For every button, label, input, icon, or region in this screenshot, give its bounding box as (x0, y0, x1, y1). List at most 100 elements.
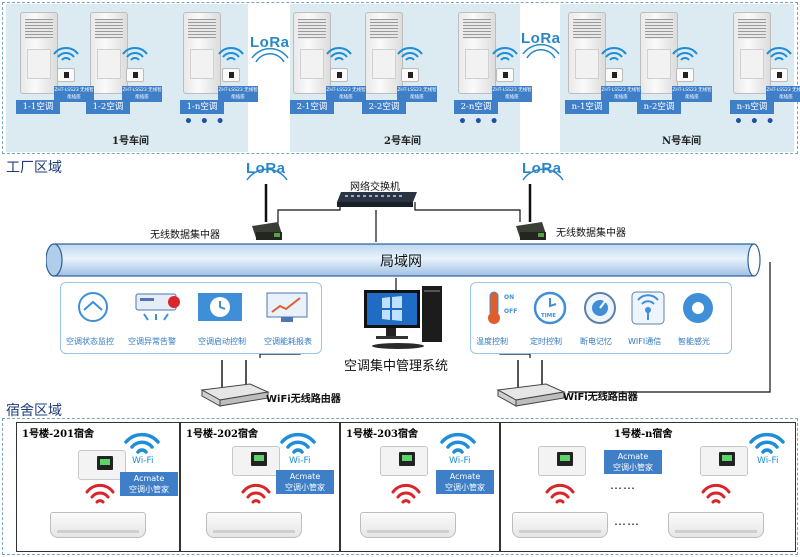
memory-gauge-icon (584, 292, 616, 324)
lora-signal-icon (522, 168, 564, 181)
thermostat-device (700, 446, 748, 476)
thermostat-device (78, 450, 126, 480)
data-concentrator-icon (516, 184, 546, 240)
alarm-icon (135, 293, 180, 321)
wifi-router-icon (496, 360, 566, 407)
control-clock-icon (198, 293, 242, 321)
dormitory-region-frame (2, 418, 798, 555)
split-ac-unit (668, 512, 764, 538)
feature-label: 断电记忆 (580, 337, 612, 346)
socket-model-label: ZHT-LSS23 无线智能插座 (492, 86, 532, 102)
management-computer-icon (364, 286, 442, 349)
smart-socket-icon (222, 68, 240, 82)
ir-signal-icons (85, 483, 731, 504)
factory-region-title: 工厂区域 (6, 160, 62, 176)
status-monitor-icon (78, 292, 108, 322)
ac-tower-unit (183, 12, 221, 94)
workshop-name: N号车间 (662, 136, 702, 147)
thermostat-device (538, 446, 586, 476)
smart-socket-icon (57, 68, 75, 82)
socket-model-label: ZHT-LSS23 无线智能插座 (766, 86, 800, 102)
feature-label: 温度控制 (476, 337, 508, 346)
acmate-line1: Acmate (617, 452, 649, 461)
ac-tower-unit (568, 12, 606, 94)
thermostat-device (232, 446, 280, 476)
dormitory-region-title: 宿舍区域 (6, 403, 62, 419)
off-icon-text: OFF (504, 308, 518, 315)
switch-label: 网络交换机 (350, 182, 400, 193)
wifi-label: Wi-Fi (132, 456, 154, 466)
lora-signal-icon (522, 43, 560, 59)
concentrator-label: 无线数据集中器 (556, 228, 626, 239)
acmate-label: Acmate 空调小管家 (604, 450, 662, 474)
smart-socket-icon (401, 68, 419, 82)
socket-model-label: ZHT-LSS23 无线智能插座 (218, 86, 258, 102)
feature-label: 空调启动控制 (198, 337, 246, 346)
dorm-title: 1号楼-203宿舍 (346, 429, 418, 440)
on-icon-text: ON (504, 294, 515, 301)
socket-model-label: ZHT-LSS23 无线智能插座 (54, 86, 94, 102)
acmate-line2: 空调小管家 (613, 463, 653, 472)
thermostat-device (380, 446, 428, 476)
lora-logo: LoRa (246, 160, 286, 177)
wifi-label: Wi-Fi (757, 456, 779, 466)
ac-tower-unit (365, 12, 403, 94)
acmate-line1: Acmate (289, 472, 321, 481)
ac-tower-unit (733, 12, 771, 94)
ac-tower-unit (640, 12, 678, 94)
wifi-router-icon (200, 360, 270, 407)
dorm-title: 1号楼-201宿舍 (22, 429, 94, 440)
dorm-title: 1号楼-n宿舍 (614, 429, 673, 440)
feature-label: 空调能耗报表 (264, 337, 312, 346)
lora-signal-icon (251, 47, 289, 63)
ac-tower-unit (293, 12, 331, 94)
smart-socket-icon (605, 68, 623, 82)
ac-unit-label: 1-n空调 (180, 100, 224, 114)
ac-unit-label: 2-n空调 (454, 100, 498, 114)
acmate-line1: Acmate (449, 472, 481, 481)
smart-socket-icon (126, 68, 144, 82)
ac-unit-label: n-n空调 (730, 100, 774, 114)
lora-logo: LoRa (521, 30, 561, 47)
system-title: 空调集中管理系统 (344, 359, 449, 374)
feature-label: 智能感光 (678, 337, 710, 346)
socket-model-label: ZHT-LSS23 无线智能插座 (601, 86, 641, 102)
lan-label: 局域网 (380, 254, 422, 270)
socket-model-label: ZHT-LSS23 无线智能插座 (122, 86, 162, 102)
workshop-name: 1号车间 (112, 136, 149, 147)
more-ellipsis: …… (614, 514, 640, 528)
ac-unit-label: 2-2空调 (362, 100, 406, 114)
more-units-ellipsis: • • • (458, 114, 500, 130)
lan-pipe (46, 243, 761, 277)
socket-model-label: ZHT-LSS23 无线智能插座 (397, 86, 437, 102)
time-icon-text: TIME (541, 313, 557, 319)
acmate-line2: 空调小管家 (285, 483, 325, 492)
feature-label: WIFI通信 (628, 337, 662, 346)
lora-signal-icon (246, 168, 288, 181)
more-ellipsis: …… (610, 478, 636, 492)
wifi-label: Wi-Fi (289, 456, 311, 466)
split-ac-unit (512, 512, 608, 538)
ac-tower-unit (458, 12, 496, 94)
light-sensor-icon (683, 293, 713, 323)
ac-unit-label: 1-2空调 (86, 100, 130, 114)
socket-model-label: ZHT-LSS23 无线智能插座 (672, 86, 712, 102)
concentrator-label: 无线数据集中器 (150, 230, 220, 241)
data-concentrator-icon (252, 184, 282, 240)
ac-unit-label: n-2空调 (637, 100, 681, 114)
dorm-title: 1号楼-202宿舍 (186, 429, 258, 440)
network-switch-icon (337, 192, 417, 207)
wifi-icon (124, 432, 785, 454)
wifi-label: Wi-Fi (449, 456, 471, 466)
more-units-ellipsis: • • • (734, 114, 776, 130)
ac-tower-unit (20, 12, 58, 94)
lora-logo: LoRa (250, 34, 290, 51)
feature-label: 空调状态监控 (66, 337, 114, 346)
ac-unit-label: 2-1空调 (290, 100, 334, 114)
acmate-line2: 空调小管家 (445, 483, 485, 492)
smart-socket-icon (770, 68, 788, 82)
factory-region-frame (2, 2, 798, 154)
router-label: WiFi无线路由器 (563, 392, 638, 403)
ac-unit-label: 1-1空调 (16, 100, 60, 114)
